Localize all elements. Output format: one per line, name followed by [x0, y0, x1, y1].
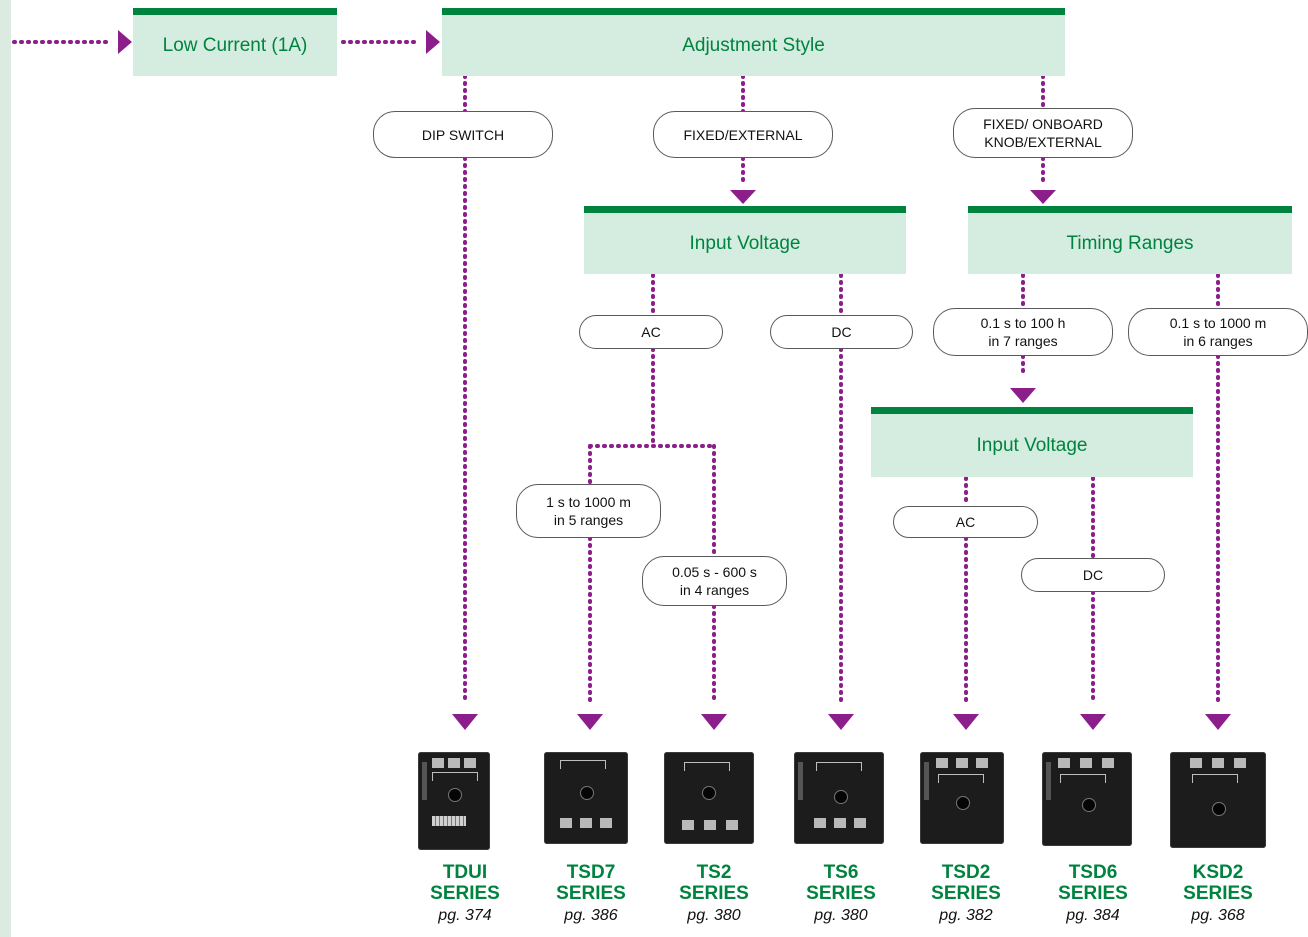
tdui-relay-image [418, 752, 490, 850]
tsd7-relay-image [544, 752, 628, 844]
range-600s-option: 0.05 s - 600 s in 4 ranges [642, 556, 787, 606]
tsd6-relay-image [1042, 752, 1132, 846]
ts6-relay-image [794, 752, 884, 844]
ts2-page-ref: pg. 380 [687, 907, 741, 924]
tsd2-page-ref: pg. 382 [939, 907, 993, 924]
dip-switch-option: DIP SWITCH [373, 111, 553, 158]
input-voltage-header-1: Input Voltage [584, 206, 906, 274]
range-100h-option: 0.1 s to 100 h in 7 ranges [933, 308, 1113, 356]
dc-option-1: DC [770, 315, 913, 349]
ac-option-2: AC [893, 506, 1038, 538]
timing-ranges-header: Timing Ranges [968, 206, 1292, 274]
dc-option-2: DC [1021, 558, 1165, 592]
ac-option-1: AC [579, 315, 723, 349]
range-1000m-6-option: 0.1 s to 1000 m in 6 ranges [1128, 308, 1308, 356]
tsd2-relay-image [920, 752, 1004, 844]
ts6-page-ref: pg. 380 [814, 907, 868, 924]
ksd2-relay-image [1170, 752, 1266, 848]
tsd6-page-ref: pg. 384 [1066, 907, 1120, 924]
left-sidebar-strip [0, 0, 11, 937]
tdui-page-ref: pg. 374 [438, 907, 492, 924]
low-current-header: Low Current (1A) [133, 8, 337, 76]
range-1000m-5-option: 1 s to 1000 m in 5 ranges [516, 484, 661, 538]
fixed-onboard-knob-external-option: FIXED/ ONBOARD KNOB/EXTERNAL [953, 108, 1133, 158]
ksd2-page-ref: pg. 368 [1191, 907, 1245, 924]
tsd7-page-ref: pg. 386 [564, 907, 618, 924]
input-voltage-header-2: Input Voltage [871, 407, 1193, 477]
ts2-relay-image [664, 752, 754, 844]
fixed-external-option: FIXED/EXTERNAL [653, 111, 833, 158]
adjustment-style-header: Adjustment Style [442, 8, 1065, 76]
